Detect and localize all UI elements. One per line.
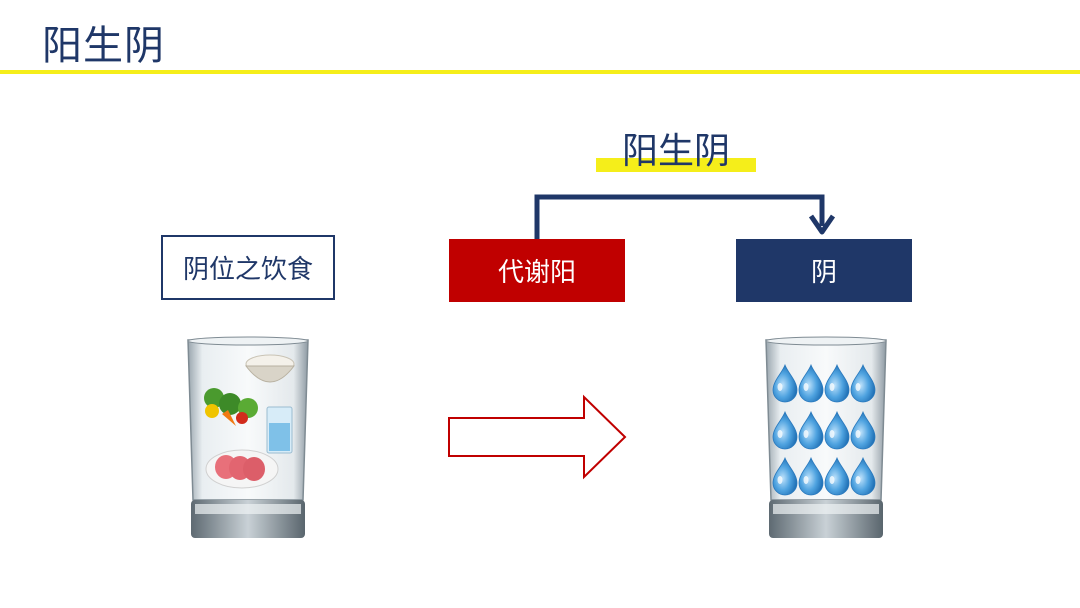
water-drop-icon xyxy=(772,363,798,403)
water-drop-highlight xyxy=(777,430,783,438)
water-drop-icon xyxy=(824,410,850,450)
glass-with-food-icon xyxy=(187,336,309,538)
food-box: 阴位之饮食 xyxy=(161,235,335,300)
water-drop-icon xyxy=(850,363,876,403)
page-title: 阳生阴 xyxy=(42,23,165,69)
yin-box: 阴 xyxy=(736,239,912,302)
water-drop-highlight xyxy=(777,476,783,484)
water-drop-icon xyxy=(850,410,876,450)
connector-arrow xyxy=(534,194,836,239)
top-label: 阳生阴 xyxy=(596,128,756,176)
water-drop-highlight xyxy=(829,476,835,484)
top-label-text: 阳生阴 xyxy=(621,131,730,172)
water-drop-highlight xyxy=(829,430,835,438)
water-drop-highlight xyxy=(803,383,809,391)
water-drop-icon xyxy=(772,456,798,496)
water-drop-highlight xyxy=(803,430,809,438)
water-drop-icon xyxy=(824,363,850,403)
water-drop-highlight xyxy=(855,383,861,391)
glass-with-water-drops-icon xyxy=(765,336,887,538)
water-drop-icon xyxy=(798,456,824,496)
water-drop-icon xyxy=(850,456,876,496)
water-drop-icon xyxy=(798,410,824,450)
water-drop-highlight xyxy=(855,430,861,438)
title-underline xyxy=(0,70,1080,74)
metabolism-box: 代谢阳 xyxy=(449,239,625,302)
hollow-right-arrow-icon xyxy=(448,394,627,480)
water-drop-highlight xyxy=(777,383,783,391)
water-drop-highlight xyxy=(855,476,861,484)
water-drop-icon xyxy=(772,410,798,450)
water-drop-icon xyxy=(824,456,850,496)
water-drop-icon xyxy=(798,363,824,403)
top-label-highlight xyxy=(596,158,756,172)
water-drop-highlight xyxy=(829,383,835,391)
water-drop-highlight xyxy=(803,476,809,484)
